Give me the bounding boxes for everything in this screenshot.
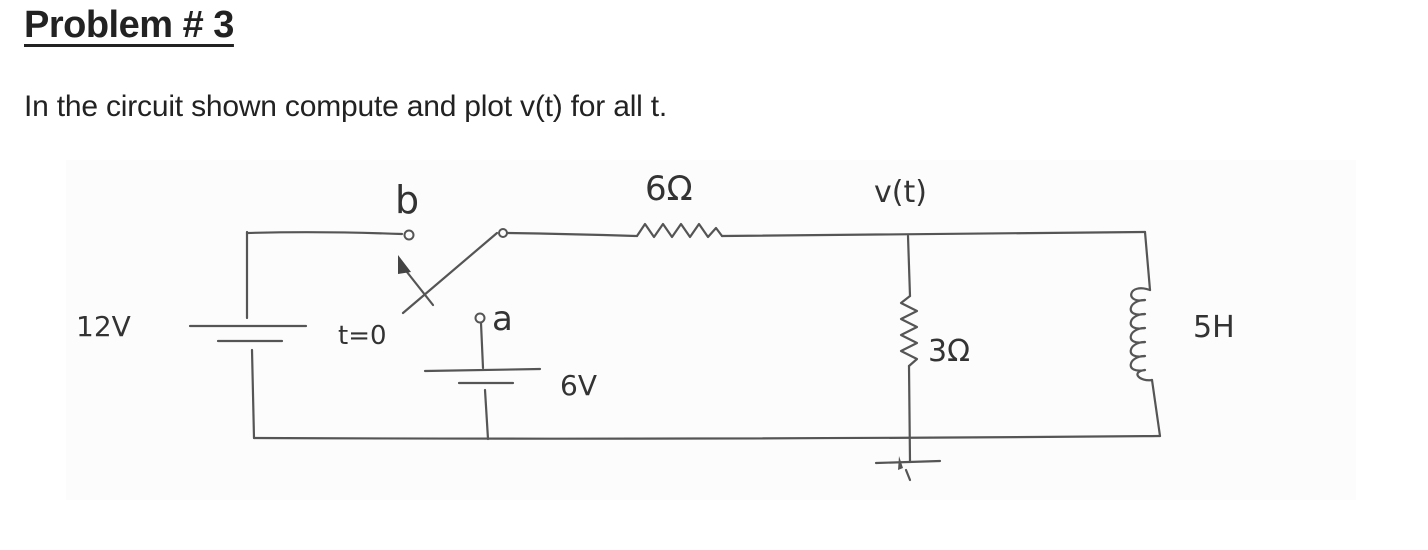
label-inductor-5h: 5H (1193, 310, 1235, 345)
resistor-3-ohm (899, 294, 919, 368)
switch-arrow-head-icon (398, 255, 411, 274)
label-terminal-b: b (395, 178, 419, 222)
inductor-5h (1129, 287, 1154, 382)
switch-arrow-shaft (401, 265, 435, 307)
wire-terminal-a-to-6v (479, 321, 485, 370)
wire-to-terminal-b (245, 231, 404, 236)
ground-line (874, 459, 942, 465)
top-wire-left (505, 231, 639, 238)
resistor-6-ohm (635, 222, 724, 239)
switch-pivot (498, 228, 508, 238)
label-switch-time: t=0 (338, 321, 387, 351)
switch-blade (401, 231, 499, 315)
bottom-wire (252, 434, 1162, 440)
label-resistor-6-ohm: 6Ω (645, 169, 693, 209)
ground-tick (904, 468, 912, 482)
wire-6v-to-bottom (483, 388, 490, 441)
right-wire-bottom (1150, 378, 1162, 438)
node-wire-down (906, 234, 912, 298)
label-resistor-3-ohm: 3Ω (928, 334, 970, 369)
right-wire-top (1143, 230, 1152, 292)
terminal-b (403, 229, 415, 241)
label-node-voltage: v(t) (874, 175, 927, 210)
label-source-12v: 12V (76, 310, 131, 343)
terminal-a (474, 312, 486, 324)
battery-6v-long-plate (423, 367, 542, 373)
top-wire-right (720, 230, 1147, 238)
circuit-figure-background (66, 160, 1356, 500)
node-wire-to-ground (907, 364, 912, 464)
ground-icon (898, 456, 903, 470)
left-wire-bottom (250, 348, 256, 440)
label-source-6v: 6V (560, 369, 597, 402)
problem-statement: In the circuit shown compute and plot v(… (24, 90, 668, 123)
page-title: Problem # 3 (24, 4, 234, 46)
label-terminal-a: a (492, 299, 513, 339)
